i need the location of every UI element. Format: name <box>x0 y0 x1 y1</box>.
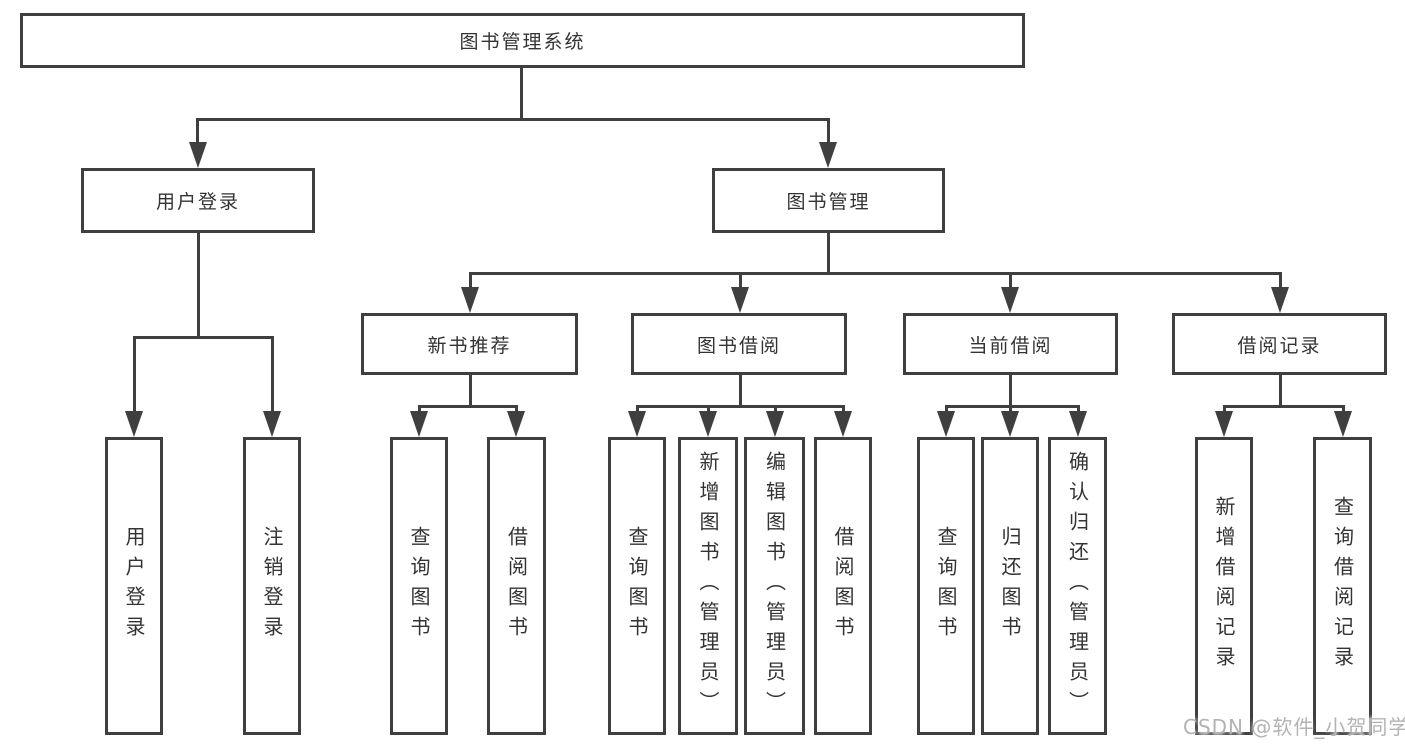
arrowhead-down-icon <box>410 411 428 437</box>
node-user-login: 用户登录 <box>81 168 315 233</box>
connector-line <box>1223 405 1345 408</box>
node-new-book-recommend: 新书推荐 <box>361 313 578 375</box>
arrowhead-down-icon <box>189 142 207 168</box>
node-label: 图书管理系统 <box>459 31 586 53</box>
connector-line <box>636 405 845 408</box>
node-label: 当前借阅 <box>968 334 1053 357</box>
leaf-current-query-books: 查询图书 <box>917 437 975 735</box>
arrowhead-down-icon <box>1001 287 1019 313</box>
arrowhead-down-icon <box>263 411 281 437</box>
connector-line <box>469 272 1282 275</box>
connector-line <box>1223 405 1226 415</box>
arrowhead-down-icon <box>1334 411 1352 437</box>
node-label: 查询图书 <box>625 526 649 646</box>
connector-line <box>133 336 136 414</box>
arrowhead-down-icon <box>1001 411 1019 437</box>
node-label: 新增借阅记录 <box>1212 496 1236 676</box>
connector-line <box>271 336 274 414</box>
node-label: 查询图书 <box>934 526 958 646</box>
leaf-recommend-borrow-books: 借阅图书 <box>487 437 546 735</box>
connector-line <box>515 405 518 415</box>
node-label: 借阅图书 <box>504 526 529 646</box>
leaf-borrowing-borrow-books: 借阅图书 <box>814 437 872 735</box>
node-label: 借阅图书 <box>831 526 855 646</box>
connector-line <box>197 233 200 338</box>
connector-line <box>945 405 1080 408</box>
leaf-logout: 注销登录 <box>243 437 301 735</box>
connector-line <box>739 375 742 407</box>
arrowhead-down-icon <box>1069 411 1087 437</box>
leaf-borrowing-query-books: 查询图书 <box>608 437 666 735</box>
node-label: 归还图书 <box>998 526 1022 646</box>
connector-line <box>945 405 948 415</box>
arrowhead-down-icon <box>731 287 749 313</box>
node-label: 借阅记录 <box>1237 334 1322 357</box>
connector-line <box>418 405 421 415</box>
arrowhead-down-icon <box>125 411 143 437</box>
connector-line <box>1279 272 1282 290</box>
leaf-user-login: 用户登录 <box>105 437 163 735</box>
arrowhead-down-icon <box>819 142 837 168</box>
connector-line <box>739 272 742 290</box>
connector-line <box>469 272 472 290</box>
arrowhead-down-icon <box>699 411 717 437</box>
connector-line <box>418 405 518 408</box>
node-label: 用户登录 <box>122 526 146 646</box>
connector-line <box>1009 375 1012 407</box>
arrowhead-down-icon <box>1215 411 1233 437</box>
leaf-return-books: 归还图书 <box>981 437 1039 735</box>
connector-line <box>827 118 830 148</box>
connector-line <box>1009 272 1012 290</box>
arrowhead-down-icon <box>766 411 784 437</box>
leaf-query-borrow-record: 查询借阅记录 <box>1313 437 1372 735</box>
leaf-recommend-query-books: 查询图书 <box>390 437 448 735</box>
connector-line <box>469 375 472 407</box>
node-book-borrowing: 图书借阅 <box>631 313 847 375</box>
connector-line <box>842 405 845 415</box>
node-borrowing-records: 借阅记录 <box>1172 313 1387 375</box>
node-current-borrowing: 当前借阅 <box>903 313 1118 375</box>
node-book-management: 图书管理 <box>712 168 945 233</box>
connector-line <box>196 118 830 121</box>
connector-line <box>196 118 199 148</box>
connector-line <box>1279 375 1282 407</box>
leaf-confirm-return-admin: 确认归还（管理员） <box>1048 437 1107 735</box>
connector-line <box>520 68 523 120</box>
csdn-watermark: CSDN @软件_小贺同学 <box>1183 715 1405 739</box>
node-label: 确认归还（管理员） <box>1065 451 1090 721</box>
arrowhead-down-icon <box>461 287 479 313</box>
arrowhead-down-icon <box>1271 287 1289 313</box>
arrowhead-down-icon <box>937 411 955 437</box>
node-label: 用户登录 <box>155 191 240 213</box>
node-label: 图书管理 <box>786 191 871 213</box>
connector-line <box>774 405 777 415</box>
connector-line <box>636 405 639 415</box>
connector-line <box>1077 405 1080 415</box>
arrowhead-down-icon <box>834 411 852 437</box>
node-label: 查询图书 <box>407 526 431 646</box>
node-root-library-system: 图书管理系统 <box>20 13 1025 68</box>
leaf-add-books-admin: 新增图书（管理员） <box>678 437 738 735</box>
connector-line <box>707 405 710 415</box>
node-label: 新书推荐 <box>427 334 512 357</box>
node-label: 编辑图书（管理员） <box>762 451 787 721</box>
leaf-edit-books-admin: 编辑图书（管理员） <box>744 437 805 735</box>
arrowhead-down-icon <box>507 411 525 437</box>
node-label: 注销登录 <box>260 526 284 646</box>
connector-line <box>1009 405 1012 415</box>
connector-line <box>1342 405 1345 415</box>
node-label: 图书借阅 <box>696 334 781 357</box>
leaf-add-borrow-record: 新增借阅记录 <box>1195 437 1253 735</box>
node-label: 新增图书（管理员） <box>696 451 720 721</box>
arrowhead-down-icon <box>628 411 646 437</box>
node-label: 查询借阅记录 <box>1330 496 1355 676</box>
connector-line <box>827 233 830 274</box>
connector-line <box>133 336 274 339</box>
